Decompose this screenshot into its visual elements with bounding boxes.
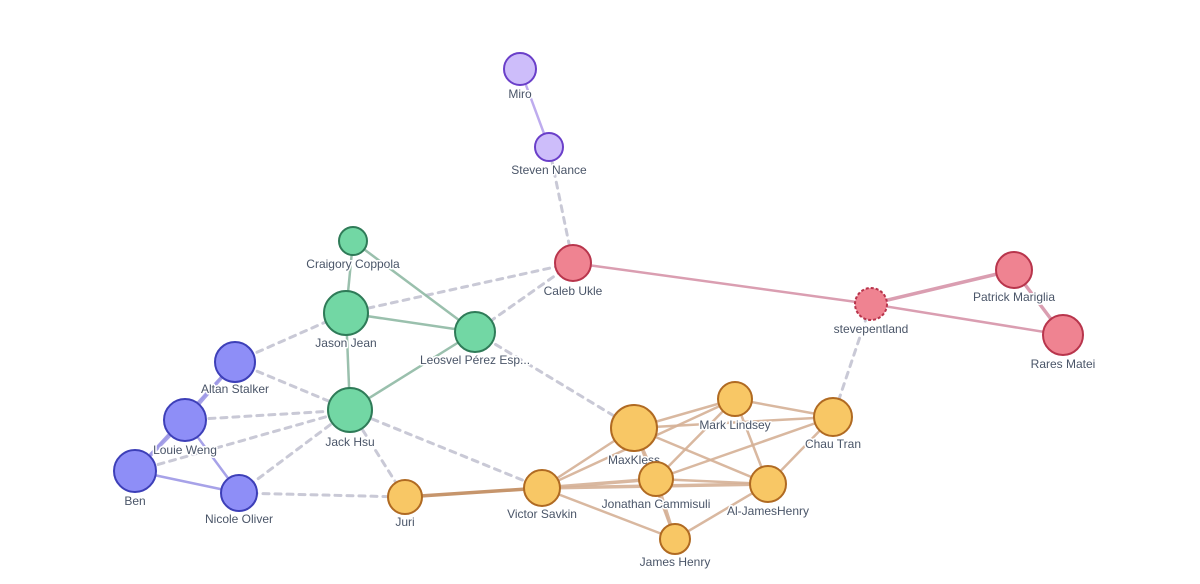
- node-circle[interactable]: [554, 244, 592, 282]
- node-circle[interactable]: [749, 465, 787, 503]
- node-marklindsey[interactable]: Mark Lindsey: [698, 381, 772, 434]
- node-label: Leosvel Pérez Esp...: [420, 353, 530, 367]
- node-label: Mark Lindsey: [699, 418, 770, 432]
- edge-jackhsu-leosvel: [348, 330, 477, 412]
- node-label: Ben: [124, 494, 145, 508]
- edge-stevepentland-rares: [869, 302, 1065, 337]
- edge-chautran-jonathan: [654, 415, 835, 481]
- edge-steven-caleb: [547, 145, 575, 265]
- node-circle[interactable]: [523, 469, 561, 507]
- node-victor[interactable]: Victor Savkin: [506, 469, 578, 523]
- node-jackhsu[interactable]: Jack Hsu: [324, 387, 376, 451]
- node-circle[interactable]: [113, 449, 157, 493]
- edge-nicole-juri: [237, 491, 407, 499]
- node-altan[interactable]: Altan Stalker: [199, 341, 271, 398]
- node-miro[interactable]: Miro: [503, 52, 537, 103]
- node-stevepentland[interactable]: stevepentland: [832, 287, 910, 338]
- node-label: Craigory Coppola: [306, 257, 400, 271]
- node-jason[interactable]: Jason Jean: [314, 290, 378, 352]
- node-chautran[interactable]: Chau Tran: [803, 397, 863, 453]
- node-circle[interactable]: [995, 251, 1033, 289]
- node-ben[interactable]: Ben: [113, 449, 157, 510]
- node-circle[interactable]: [638, 461, 674, 497]
- node-label: Steven Nance: [511, 163, 587, 177]
- node-circle[interactable]: [1042, 314, 1084, 356]
- node-label: Al-JamesHenry: [727, 504, 809, 518]
- node-aljames[interactable]: Al-JamesHenry: [725, 465, 811, 520]
- node-label: Jack Hsu: [325, 435, 374, 449]
- edge-marklindsey-jonathan: [654, 397, 737, 481]
- node-caleb[interactable]: Caleb Ukle: [542, 244, 604, 300]
- node-jameshenry[interactable]: James Henry: [638, 523, 712, 571]
- node-label: Rares Matei: [1031, 357, 1096, 371]
- node-circle[interactable]: [454, 311, 496, 353]
- node-circle[interactable]: [214, 341, 256, 383]
- node-circle[interactable]: [323, 290, 369, 336]
- node-circle[interactable]: [503, 52, 537, 86]
- edge-juri-victor: [403, 486, 544, 499]
- node-jonathan[interactable]: Jonathan Cammisuli: [600, 461, 712, 513]
- node-label: Miro: [508, 87, 532, 101]
- edges-layer: [133, 67, 1065, 541]
- node-label: Patrick Mariglia: [973, 290, 1055, 304]
- edge-jackhsu-victor: [348, 408, 544, 490]
- node-circle[interactable]: [610, 404, 658, 452]
- edge-leosvel-maxkless: [473, 330, 636, 430]
- node-circle[interactable]: [717, 381, 753, 417]
- node-label: Altan Stalker: [201, 382, 269, 396]
- node-circle[interactable]: [327, 387, 373, 433]
- node-rares[interactable]: Rares Matei: [1029, 314, 1097, 373]
- node-label: Chau Tran: [805, 437, 861, 451]
- node-circle[interactable]: [534, 132, 564, 162]
- node-label: James Henry: [640, 555, 711, 569]
- node-patrick[interactable]: Patrick Mariglia: [971, 251, 1057, 306]
- node-label: Caleb Ukle: [544, 284, 603, 298]
- edge-craigory-leosvel: [351, 239, 477, 334]
- edge-altan-jackhsu: [233, 360, 352, 412]
- node-label: Victor Savkin: [507, 507, 577, 521]
- node-louie[interactable]: Louie Weng: [152, 398, 218, 459]
- edge-caleb-jason: [344, 261, 575, 315]
- node-label: Jonathan Cammisuli: [602, 497, 711, 511]
- node-label: Jason Jean: [315, 336, 376, 350]
- node-maxkless[interactable]: MaxKless: [606, 404, 662, 469]
- edge-ben-jackhsu: [133, 408, 352, 473]
- edge-maxkless-chautran: [632, 415, 835, 430]
- edge-louie-jackhsu: [183, 408, 352, 422]
- edge-caleb-stevepentland: [571, 261, 873, 306]
- edge-stevepentland-patrick: [869, 268, 1016, 306]
- node-circle[interactable]: [338, 226, 368, 256]
- node-craigory[interactable]: Craigory Coppola: [305, 226, 402, 273]
- node-circle[interactable]: [813, 397, 853, 437]
- node-juri[interactable]: Juri: [387, 479, 423, 531]
- node-label: Louie Weng: [153, 443, 217, 457]
- node-label: Juri: [395, 515, 414, 529]
- node-circle[interactable]: [220, 474, 258, 512]
- edge-victor-jameshenry: [540, 486, 677, 541]
- node-circle[interactable]: [659, 523, 691, 555]
- node-circle[interactable]: [854, 287, 888, 321]
- node-leosvel[interactable]: Leosvel Pérez Esp...: [418, 311, 532, 369]
- node-nicole[interactable]: Nicole Oliver: [203, 474, 275, 528]
- edge-maxkless-aljames: [632, 426, 770, 486]
- node-steven[interactable]: Steven Nance: [510, 132, 589, 179]
- node-label: Nicole Oliver: [205, 512, 273, 526]
- node-circle[interactable]: [163, 398, 207, 442]
- edge-nicole-jackhsu: [237, 408, 352, 495]
- node-label: stevepentland: [834, 322, 909, 336]
- node-circle[interactable]: [387, 479, 423, 515]
